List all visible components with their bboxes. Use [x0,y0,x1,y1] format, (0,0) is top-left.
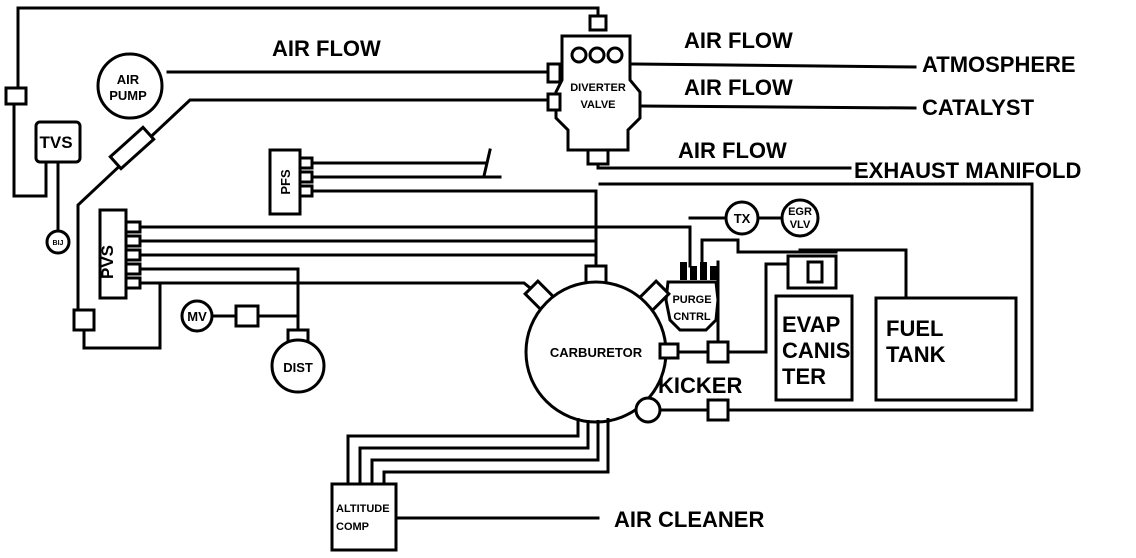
diverter-valve-label-line-2: VALVE [580,99,615,111]
air-flow-label-catalyst: AIR FLOW [684,75,793,100]
pfs-label: PFS [278,169,293,195]
mv-label: MV [187,309,207,324]
evap-label-line-2: CANIS [782,338,850,363]
tx-label: TX [734,211,751,226]
kicker-label: KICKER [658,373,742,398]
diverter-valve-label-line-1: DIVERTER [570,82,626,94]
bij-label: BIJ [53,240,64,247]
air-flow-label-atmosphere: AIR FLOW [684,28,793,53]
purge-control-valve: PURGE CNTRL [664,262,720,332]
purge-label-line-1: PURGE [672,294,711,306]
kicker [634,396,662,424]
air-flow-label-exhaust: AIR FLOW [678,138,787,163]
mv-valve: MV [180,299,214,333]
altitude-line-1 [346,418,580,484]
pvs-loop-line [82,281,162,350]
diverter-hole-3 [606,46,624,64]
pfs-switch: PFS [268,148,314,216]
exhaust-manifold-label: EXHAUST MANIFOLD [854,158,1081,183]
air-pump: AIR PUMP [96,52,164,120]
catalyst-label: CATALYST [922,95,1035,120]
evap-canister: EVAP CANIS TER [774,254,854,402]
pvs-to-purge-line [138,225,692,268]
dist-label: DIST [283,360,313,375]
pvs-connector [72,308,96,332]
altitude-line-2 [358,420,590,484]
egr-valve: EGR VLV [780,198,820,238]
catalyst-line [638,104,917,110]
diverter-hole-1 [570,46,588,64]
diverter-valve: DIVERTER VALVE [546,34,642,166]
evap-label-line-1: EVAP [782,312,840,337]
air-flow-label-pump: AIR FLOW [272,36,381,61]
diverter-bottom-port [586,148,610,166]
purge-to-canister-line [700,238,838,264]
altitude-compensator: ALTITUDE COMP [330,482,398,552]
purge-label-line-2: CNTRL [673,311,711,323]
pvs-to-dist-line [138,267,300,332]
air-pump-label-line-2: PUMP [109,88,147,103]
mv-connector [234,304,260,328]
pvs-to-carb-line [138,281,543,299]
tvs-loop-line [12,102,48,198]
altitude-line-3 [370,420,600,484]
altitude-label-line-2: COMP [336,521,369,533]
diverter-vacuum-port [546,92,562,112]
tvs-label: TVS [39,133,72,152]
pvs-switch: PVS [98,208,142,300]
fuel-tank-label-line-2: TANK [886,342,946,367]
diverter-top-port [588,14,608,32]
tvs-valve: TVS [34,120,82,234]
atmosphere-line [630,62,917,69]
diverter-vacuum-line [76,98,558,312]
air-cleaner-label: AIR CLEANER [614,507,764,532]
bij-valve: BIJ [45,229,71,255]
atmosphere-label: ATMOSPHERE [922,52,1076,77]
canister-line-connector [706,340,730,364]
pfs-line-1-cut [482,148,492,178]
inline-filter [108,125,156,171]
canister-to-tank-line [798,248,908,300]
diverter-inlet-port [546,62,562,84]
fuel-tank: FUEL TANK [874,296,1018,402]
kicker-connector [706,398,730,422]
carburetor-label: CARBURETOR [550,345,643,360]
kicker-to-exhaust-line [598,182,1034,412]
tx-valve: TX [724,200,760,236]
egr-label-line-2: VLV [790,219,811,231]
evap-label-line-3: TER [782,364,826,389]
fuel-tank-label-line-1: FUEL [886,316,943,341]
egr-label-line-1: EGR [788,206,812,218]
pvs-label: PVS [98,245,117,279]
diverter-hole-2 [588,46,606,64]
carb-right-port [658,342,680,360]
distributor: DIST [270,328,326,394]
air-pump-label-line-1: AIR [117,72,140,87]
canister-purge-line [726,262,792,354]
altitude-label-line-1: ALTITUDE [336,503,390,515]
altitude-line-4 [382,418,610,484]
tvs-line-connector [4,86,28,106]
carburetor: CARBURETOR [523,264,680,424]
